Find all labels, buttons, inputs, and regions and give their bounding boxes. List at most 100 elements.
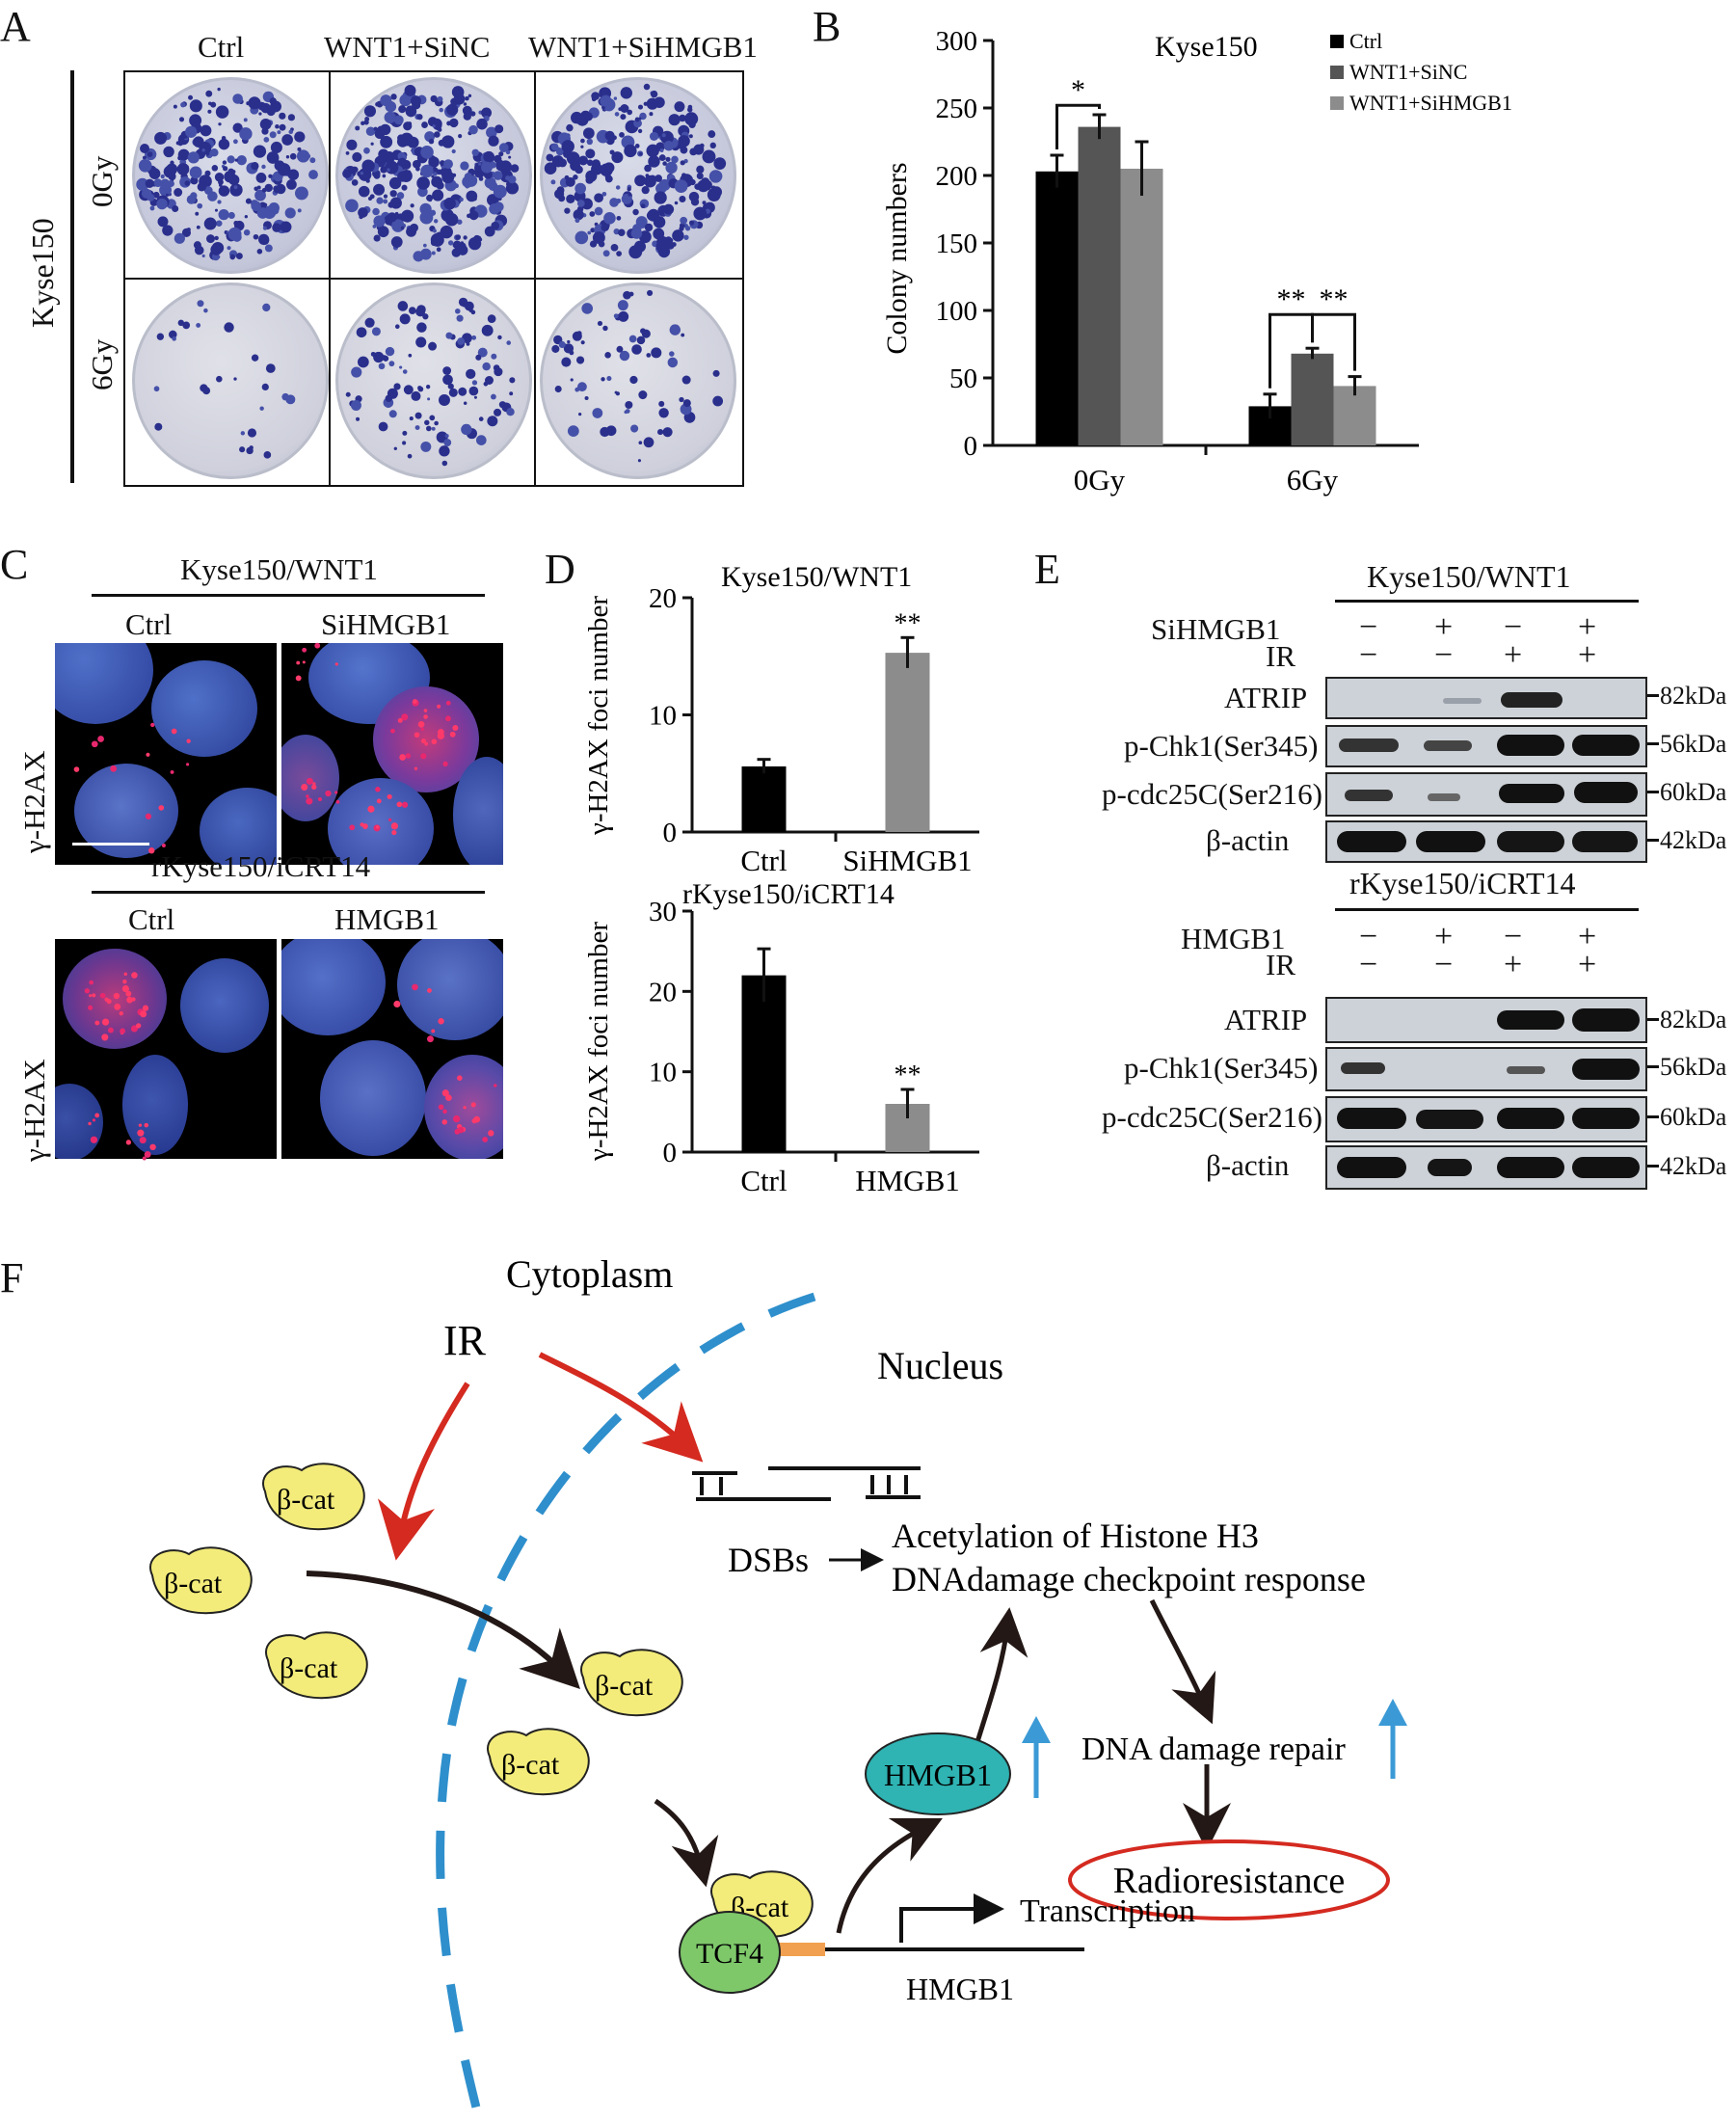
e-bottom-ir-sign-3: + (1504, 947, 1523, 982)
e-top-protein-4: β-actin (1206, 823, 1290, 857)
y-tick-label: 20 (649, 583, 677, 614)
chart-d1-ylabel: γ-H2AX foci number (583, 596, 614, 836)
radioresistance-ellipse (1068, 1839, 1390, 1920)
label-dsbs: DSBs (728, 1541, 809, 1579)
x-tick-label: Ctrl (740, 1164, 787, 1197)
chart-foci-icrt14: rKyse150/iCRT14 γ-H2AX foci number 01020… (583, 878, 979, 1197)
e-top-ir-sign-1: − (1359, 637, 1378, 673)
c-top-title: Kyse150/WNT1 (180, 552, 378, 586)
blot-bottom-bactin (1325, 1145, 1647, 1190)
checkpoint-to-repair-arrow (1149, 1598, 1216, 1725)
e-bottom-title: rKyse150/iCRT14 (1349, 866, 1576, 900)
label-repair: DNA damage repair (1082, 1732, 1346, 1767)
fluor-icrt14-ctrl (55, 939, 277, 1159)
chart-d1-title: Kyse150/WNT1 (721, 561, 912, 593)
translocation-arrow (306, 1571, 580, 1689)
c-bottom-col-ctrl: Ctrl (128, 902, 175, 936)
bcat-shape-1: β-cat (262, 1463, 365, 1531)
legend-swatch (1330, 66, 1344, 79)
chart-b-ylabel: Colony numbers (881, 162, 913, 354)
panel-a: Ctrl WNT1+SiNC WNT1+SiHMGB1 Kyse150 0Gy … (0, 0, 771, 492)
x-tick-label: Ctrl (740, 844, 787, 877)
bcat-label-4: β-cat (595, 1670, 654, 1702)
bcat-label-1: β-cat (277, 1484, 335, 1516)
col-ctrl: Ctrl (198, 30, 245, 64)
e-bottom-size-4: 42kDa (1660, 1152, 1727, 1180)
bar (1078, 126, 1121, 445)
blot-top-pchk1 (1325, 725, 1647, 767)
sig-bracket-6gy-a-label: ** (1277, 283, 1306, 315)
ir-to-dna-arrow (538, 1352, 704, 1463)
hmgb1-protein-label: HMGB1 (884, 1758, 992, 1792)
chart-colony-numbers: Kyse150 Colony numbers 05010015020025030… (881, 26, 1512, 497)
x-tick-label: 0Gy (1074, 463, 1126, 497)
label-acetylation: Acetylation of Histone H3 (892, 1517, 1259, 1555)
hmgb1-protein (865, 1732, 1011, 1815)
label-nucleus: Nucleus (877, 1344, 1003, 1387)
label-gene: HMGB1 (906, 1972, 1014, 2006)
dish-ctrl-6gy (132, 282, 329, 479)
tcf4-label: TCF4 (696, 1938, 763, 1970)
chart-b-bars: ***** (1035, 74, 1376, 446)
bcat-to-tcf4-arrow (654, 1798, 719, 1888)
e-bottom-f-sign-1: − (1359, 919, 1378, 954)
y-tick-label: 30 (649, 897, 677, 927)
e-top-ir-sign-2: − (1434, 637, 1454, 673)
row-bracket-line (70, 70, 74, 483)
e-top-title: Kyse150/WNT1 (1367, 559, 1571, 594)
panel-label-f: F (0, 1254, 24, 1302)
y-tick-label: 100 (936, 296, 978, 327)
c-bottom-col-hmgb1: HMGB1 (334, 902, 440, 936)
e-top-f-sign-4: + (1578, 609, 1597, 645)
e-top-ir: IR (1266, 639, 1295, 673)
e-top-size-4: 42kDa (1660, 826, 1727, 854)
blot-bottom-pchk1 (1325, 1047, 1647, 1091)
e-bottom-protein-4: β-actin (1206, 1148, 1290, 1182)
hmgb1-to-checkpoint-arrow (971, 1607, 1028, 1756)
chart-b-title: Kyse150 (1155, 31, 1258, 63)
panel-label-b: B (813, 3, 841, 50)
e-bottom-protein-1: ATRIP (1224, 1003, 1308, 1036)
y-tick-label: 300 (936, 26, 978, 57)
legend-swatch (1330, 96, 1344, 110)
bar (741, 975, 787, 1152)
e-top-factor: SiHMGB1 (1151, 612, 1281, 646)
bcat-shape-4: β-cat (580, 1649, 683, 1717)
y-tick-label: 50 (949, 363, 977, 394)
blot-top-bactin (1325, 820, 1647, 863)
e-top-protein-1: ATRIP (1224, 681, 1308, 714)
col-wnt1-sinc: WNT1+SiNC (324, 30, 491, 64)
c-top-col-sihmgb1: SiHMGB1 (321, 607, 451, 641)
dna-break-icon (692, 1466, 921, 1501)
panel-c: Kyse150/WNT1 Ctrl SiHMGB1 γ-H2AX rKyse15… (0, 540, 521, 1195)
e-bottom-ir-sign-2: − (1434, 947, 1454, 982)
blot-bottom-pcdc25c (1325, 1096, 1647, 1142)
e-bottom-protein-2: p-Chk1(Ser345) (1124, 1051, 1319, 1085)
legend-label: WNT1+SiNC (1349, 60, 1467, 84)
label-transcription: Transcription (1020, 1893, 1195, 1929)
bar (1120, 169, 1163, 445)
e-bottom-size-1: 82kDa (1660, 1006, 1727, 1034)
x-tick-label: HMGB1 (855, 1164, 960, 1197)
bar (1333, 386, 1376, 445)
sig-label: ** (895, 1060, 921, 1090)
label-checkpoint: DNAdamage checkpoint response (892, 1560, 1366, 1598)
label-cytoplasm: Cytoplasm (506, 1252, 673, 1296)
bcat-label-5: β-cat (501, 1749, 560, 1781)
e-bottom-f-sign-3: − (1504, 919, 1523, 954)
fluor-icrt14-hmgb1 (281, 939, 503, 1159)
y-tick-label: 20 (649, 977, 677, 1007)
panel-f-diagram: Cytoplasm Nucleus IR DSBs Acetylation of… (149, 1252, 1407, 2113)
e-bottom-protein-3: p-cdc25C(Ser216) (1102, 1100, 1322, 1134)
bcat-label-2: β-cat (164, 1568, 223, 1599)
bcat-shape-3: β-cat (265, 1631, 368, 1700)
bcat-shape-5: β-cat (487, 1728, 590, 1796)
y-tick-label: 0 (663, 1138, 678, 1168)
e-top-size-2: 56kDa (1660, 730, 1727, 758)
bar (885, 653, 930, 832)
e-bottom-f-sign-4: + (1578, 919, 1597, 954)
bar (1291, 353, 1334, 445)
e-top-f-sign-1: − (1359, 609, 1378, 645)
e-bottom-factor: HMGB1 (1181, 922, 1286, 955)
